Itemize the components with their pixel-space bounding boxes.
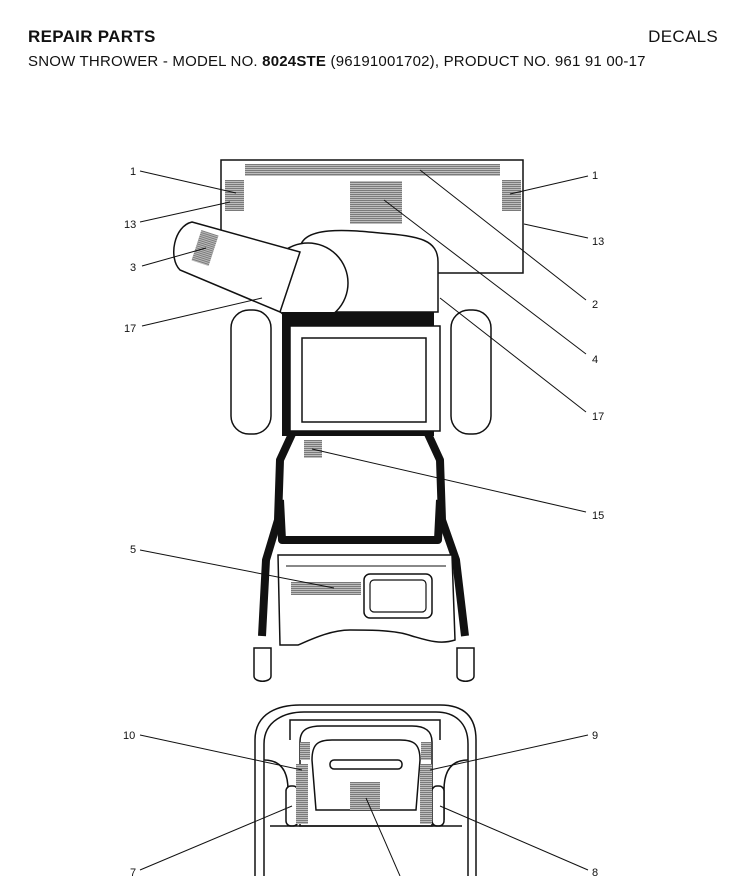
decal-rear-right-top [421, 742, 431, 760]
section-title: REPAIR PARTS [28, 27, 156, 46]
control-panel [277, 554, 456, 646]
callout-7: 7 [130, 867, 136, 876]
callout-5: 5 [130, 544, 136, 556]
decal-rear-left-top [300, 742, 310, 760]
category-title: DECALS [648, 27, 718, 46]
frame [282, 312, 441, 436]
discharge-chute [173, 221, 349, 324]
decal-rear-left [296, 764, 308, 824]
callout-labels: 1 13 3 17 1 13 2 4 17 15 5 10 9 7 8 [123, 166, 604, 876]
callout-1-left: 1 [130, 166, 136, 178]
right-tire [450, 309, 492, 435]
callout-15: 15 [592, 510, 604, 522]
callout-13-left: 13 [124, 219, 136, 231]
decal-rear-right [420, 764, 432, 824]
callout-8: 8 [592, 867, 598, 876]
left-tire [230, 309, 272, 435]
decal-housing-right [502, 180, 521, 211]
right-grip [456, 647, 475, 682]
callout-17-left: 17 [124, 323, 136, 335]
decal-housing-top-strip [245, 164, 500, 176]
leader-lines [139, 169, 589, 876]
callout-17-right: 17 [592, 411, 604, 423]
handle-frame [258, 432, 469, 637]
callout-4: 4 [592, 354, 598, 366]
model-subtitle: SNOW THROWER - MODEL NO. 8024STE (961910… [28, 53, 646, 70]
decal-control-panel [291, 582, 361, 595]
callout-13-right: 13 [592, 236, 604, 248]
left-grip [253, 647, 272, 682]
callout-10: 10 [123, 730, 135, 742]
callout-3: 3 [130, 262, 136, 274]
subtitle-suffix: (96191001702), PRODUCT NO. 961 91 00-17 [326, 53, 646, 70]
subtitle-prefix: SNOW THROWER - MODEL NO. [28, 53, 263, 70]
model-number: 8024STE [262, 53, 327, 70]
callout-9: 9 [592, 730, 598, 742]
callout-2: 2 [592, 299, 598, 311]
decal-rear-center [350, 782, 380, 810]
decal-housing-left [225, 180, 244, 211]
callout-1-right: 1 [592, 170, 598, 182]
decal-housing-center [350, 181, 402, 224]
